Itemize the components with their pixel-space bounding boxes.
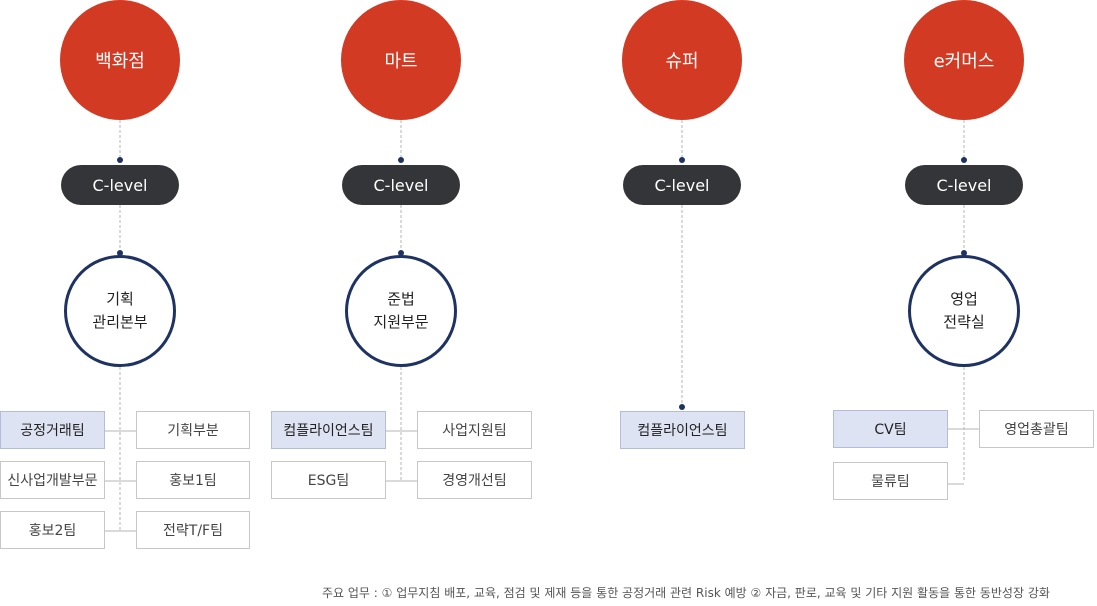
team-box: 물류팀: [833, 462, 948, 500]
team-box: 홍보2팀: [0, 511, 105, 549]
team-label: 영업총괄팀: [1004, 422, 1069, 438]
team-label: 기획부분: [167, 423, 219, 439]
division-line-1: 준법: [387, 290, 415, 308]
team-box: 사업지원팀: [417, 411, 532, 449]
channel-label: 백화점: [95, 51, 145, 72]
c-level-pill: C-level: [905, 165, 1023, 205]
team-label: 홍보2팀: [28, 523, 77, 539]
c-level-pill: C-level: [61, 165, 179, 205]
team-box: 컴플라이언스팀: [271, 411, 386, 449]
channel-circle-department-store: 백화점: [60, 0, 180, 120]
team-box: 기획부분: [136, 411, 250, 449]
team-label: 컴플라이언스팀: [637, 423, 728, 439]
team-label: 전략T/F팀: [163, 523, 223, 539]
team-label: 경영개선팀: [442, 473, 507, 489]
team-box: 공정거래팀: [0, 411, 105, 449]
team-label: 물류팀: [871, 474, 910, 490]
team-label: CV팀: [874, 422, 907, 438]
team-label: 신사업개발부문: [7, 473, 98, 489]
team-box: 전략T/F팀: [136, 511, 250, 549]
team-label: 공정거래팀: [20, 423, 85, 439]
c-level-label: C-level: [654, 175, 710, 195]
team-box: 신사업개발부문: [0, 461, 105, 499]
team-box: 영업총괄팀: [979, 410, 1094, 448]
division-line-1: 영업: [950, 290, 978, 308]
division-circle-sales-strategy: 영업 전략실: [908, 255, 1020, 367]
team-label: ESG팀: [307, 473, 350, 489]
channel-label: 마트: [384, 51, 418, 72]
c-level-pill: C-level: [342, 165, 460, 205]
team-label: 사업지원팀: [442, 423, 507, 439]
channel-label: e커머스: [933, 51, 995, 72]
team-box: 경영개선팀: [417, 461, 532, 499]
team-box: ESG팀: [271, 461, 386, 499]
footer-note: 주요 업무 : ① 업무지침 배포, 교육, 점검 및 제재 등을 통한 공정거…: [322, 586, 1050, 600]
c-level-label: C-level: [92, 175, 148, 195]
team-box: CV팀: [833, 410, 948, 448]
channel-circle-ecommerce: e커머스: [904, 0, 1024, 120]
c-level-label: C-level: [373, 175, 429, 195]
team-label: 컴플라이언스팀: [283, 423, 374, 439]
team-box: 컴플라이언스팀: [620, 411, 745, 449]
division-line-2: 전략실: [943, 313, 985, 331]
team-label: 홍보1팀: [169, 473, 217, 489]
division-line-2: 지원부문: [373, 313, 429, 331]
team-box: 홍보1팀: [136, 461, 250, 499]
channel-circle-mart: 마트: [341, 0, 461, 120]
channel-label: 슈퍼: [665, 51, 699, 72]
division-line-2: 관리본부: [92, 313, 148, 331]
c-level-label: C-level: [936, 175, 992, 195]
division-line-1: 기획: [106, 290, 134, 308]
channel-circle-supermarket: 슈퍼: [622, 0, 742, 120]
division-circle-compliance: 준법 지원부문: [345, 255, 457, 367]
division-circle-planning: 기획 관리본부: [64, 255, 176, 367]
c-level-pill: C-level: [623, 165, 741, 205]
